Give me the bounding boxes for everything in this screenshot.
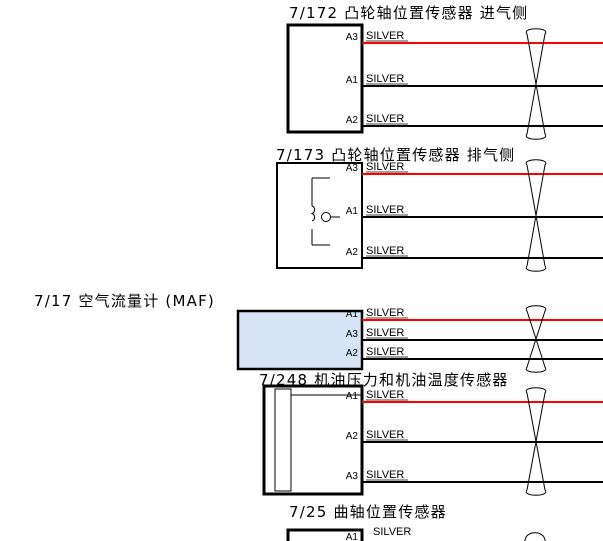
pin-a1: A1 SILVER xyxy=(346,526,412,541)
connector-box xyxy=(286,23,364,134)
connector-box xyxy=(236,309,364,371)
wire-label: SILVER xyxy=(366,346,404,358)
pin-label: A3 xyxy=(346,163,359,174)
pin-a3: A3 SILVER xyxy=(346,161,603,175)
wire-label: SILVER xyxy=(366,327,404,339)
pin-a2: A2 SILVER xyxy=(346,346,603,360)
connector-box xyxy=(276,162,363,269)
wire-label: SILVER xyxy=(366,204,404,216)
pin-label: A1 xyxy=(346,391,359,402)
pin-a3: A3 SILVER xyxy=(346,469,603,483)
pin-label: A3 xyxy=(346,329,359,340)
twisted-pair-icon xyxy=(524,532,546,541)
pin-label: A1 xyxy=(346,75,359,86)
pin-label: A3 xyxy=(346,32,359,43)
connector-box xyxy=(286,528,364,541)
wire-label: SILVER xyxy=(366,73,404,85)
pin-label: A3 xyxy=(346,471,359,482)
pin-label: A2 xyxy=(346,115,359,126)
sensor-element-icon xyxy=(274,388,292,492)
twisted-pair-icon xyxy=(525,387,547,496)
component-title: 7/172 凸轮轴位置传感器 进气侧 xyxy=(289,4,528,22)
coil-icon xyxy=(310,205,316,222)
wire-label: SILVER xyxy=(366,30,404,42)
pin-label: A2 xyxy=(346,431,359,442)
pin-label: A1 xyxy=(346,309,359,320)
pin-a1: A1 SILVER xyxy=(346,307,603,321)
wire-label: SILVER xyxy=(366,245,404,257)
pin-label: A2 xyxy=(346,348,359,359)
twisted-pair-icon xyxy=(525,28,547,140)
connector-box xyxy=(262,384,364,496)
twisted-pair-icon xyxy=(525,305,547,373)
pin-a3: A3 SILVER xyxy=(346,327,603,341)
wire-label: SILVER xyxy=(366,429,404,441)
twisted-pair-icon xyxy=(525,159,547,272)
wire-label: SILVER xyxy=(366,113,404,125)
pin-label: A2 xyxy=(346,247,359,258)
pin-label: A1 xyxy=(346,532,359,541)
component-crankshaft: 7/25 曲轴位置传感器 A1 SILVER xyxy=(286,503,546,541)
terminal-circle-icon xyxy=(321,212,331,222)
pin-a2: A2 SILVER xyxy=(346,245,603,259)
wire-label: SILVER xyxy=(366,389,404,401)
pin-a1: A1 SILVER xyxy=(346,204,603,218)
pin-label: A1 xyxy=(346,206,359,217)
pin-a3: A3 SILVER xyxy=(346,30,603,44)
wire-label: SILVER xyxy=(373,526,411,538)
wire-label: SILVER xyxy=(366,469,404,481)
component-title: 7/25 曲轴位置传感器 xyxy=(289,503,447,521)
wire-label: SILVER xyxy=(366,161,404,173)
pin-a2: A2 SILVER xyxy=(346,429,603,443)
wire-label: SILVER xyxy=(366,307,404,319)
pin-a1: A1 SILVER xyxy=(346,389,603,403)
component-title: 7/17 空气流量计 (MAF) xyxy=(34,292,215,310)
component-title: 7/173 凸轮轴位置传感器 排气侧 xyxy=(276,146,515,164)
pin-a1: A1 SILVER xyxy=(346,73,603,87)
pin-a2: A2 SILVER xyxy=(346,113,603,127)
sensor-frame xyxy=(311,177,330,246)
